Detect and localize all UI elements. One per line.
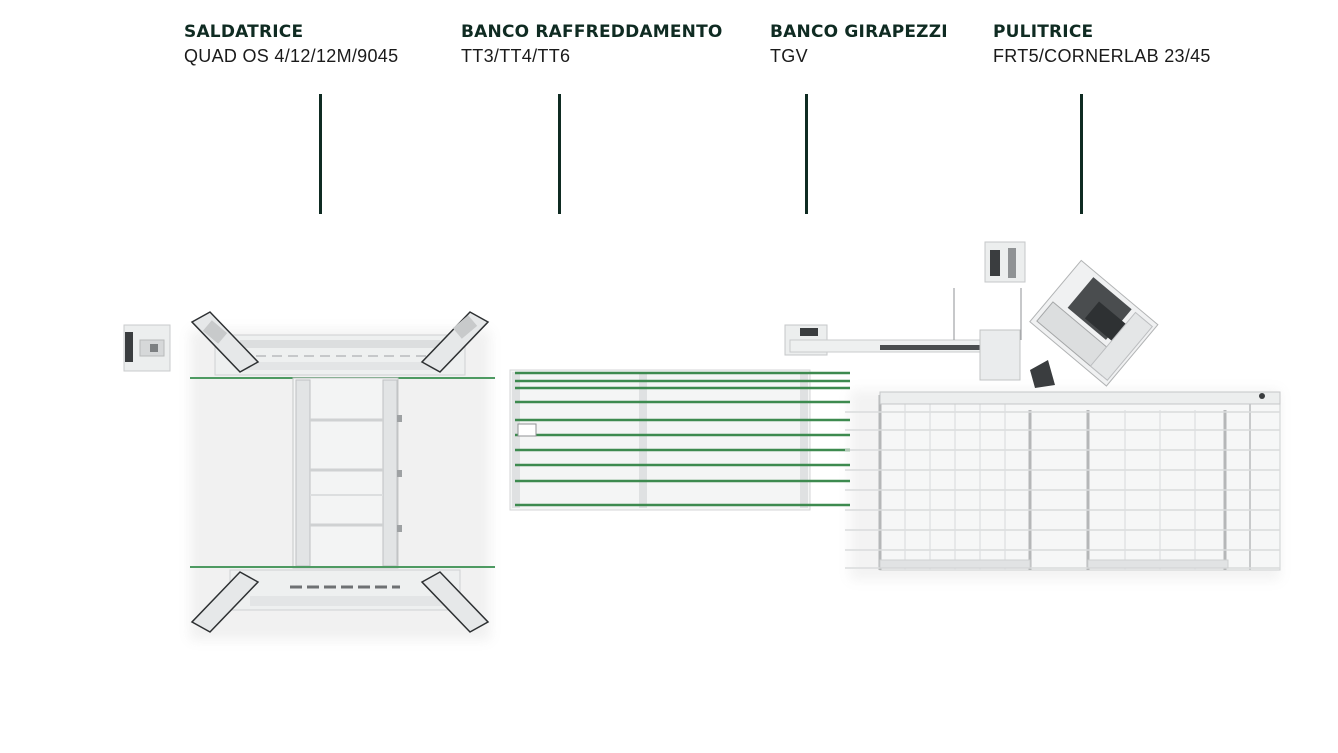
station-model: TT3/TT4/TT6 (461, 46, 571, 66)
station-model: TGV (770, 46, 808, 66)
station-title: PULITRICE (993, 22, 1094, 42)
banco-girapezzi-table (784, 324, 1006, 356)
pointer-line-saldatrice (319, 94, 322, 214)
label-saldatrice: SALDATRICE QUAD OS 4/12/12M/9045 (184, 20, 398, 68)
station-model: FRT5/CORNERLAB 23/45 (993, 46, 1211, 66)
cooling-rails (515, 371, 850, 507)
station-title: SALDATRICE (184, 22, 304, 42)
control-panel-left (123, 324, 171, 372)
label-banco-raffreddamento: BANCO RAFFREDDAMENTO TT3/TT4/TT6 (461, 20, 723, 68)
station-title: BANCO RAFFREDDAMENTO (461, 22, 723, 42)
outfeed-conveyor-grid (845, 391, 1281, 571)
label-pulitrice: PULITRICE FRT5/CORNERLAB 23/45 (993, 20, 1211, 68)
pulitrice-machine (953, 241, 1159, 388)
pointer-line-banco-girapezzi (805, 94, 808, 214)
station-model: QUAD OS 4/12/12M/9045 (184, 46, 399, 66)
label-banco-girapezzi: BANCO GIRAPEZZI TGV (770, 20, 948, 68)
saldatrice-machine (190, 311, 495, 633)
pointer-line-banco-raffreddamento (558, 94, 561, 214)
station-title: BANCO GIRAPEZZI (770, 22, 948, 42)
banco-raffreddamento-table (509, 369, 850, 511)
pointer-line-pulitrice (1080, 94, 1083, 214)
